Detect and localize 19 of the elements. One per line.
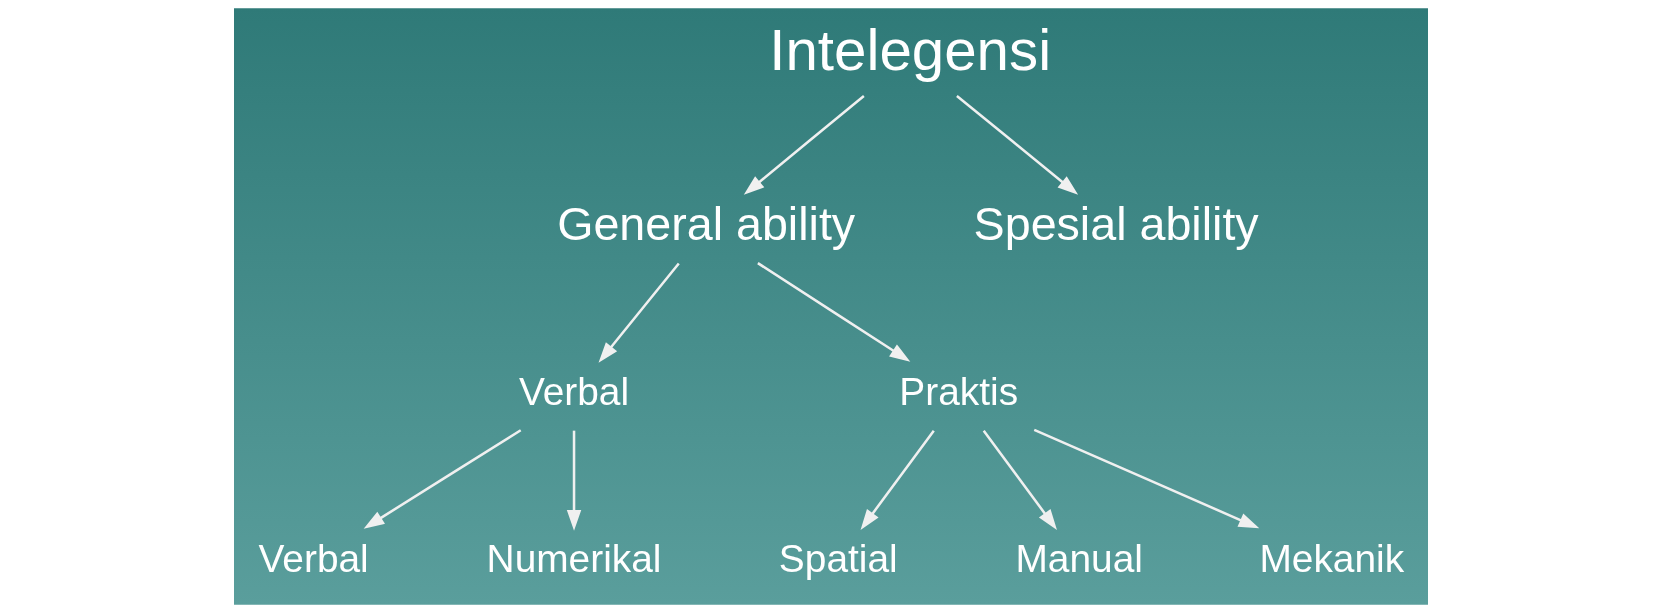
node-text: Numerikal	[486, 536, 662, 580]
node-text: Intelegensi	[769, 17, 1052, 83]
node-text: General ability	[557, 197, 856, 250]
arrow	[1033, 428, 1260, 529]
arrow	[363, 429, 522, 529]
arrow	[982, 429, 1057, 530]
node-text: Verbal	[518, 369, 630, 413]
node-text: Mekanik	[1259, 536, 1405, 580]
node-text: Praktis	[899, 369, 1019, 413]
arrow	[743, 94, 865, 195]
node-text: Spesial ability	[973, 197, 1259, 250]
node-text: Verbal	[258, 536, 369, 580]
node-text: Spatial	[778, 536, 898, 580]
arrow	[566, 430, 582, 531]
arrow	[757, 262, 911, 362]
arrow	[956, 94, 1079, 195]
arrow	[598, 262, 680, 363]
arrow	[860, 429, 935, 530]
node-text: Manual	[1015, 536, 1143, 580]
